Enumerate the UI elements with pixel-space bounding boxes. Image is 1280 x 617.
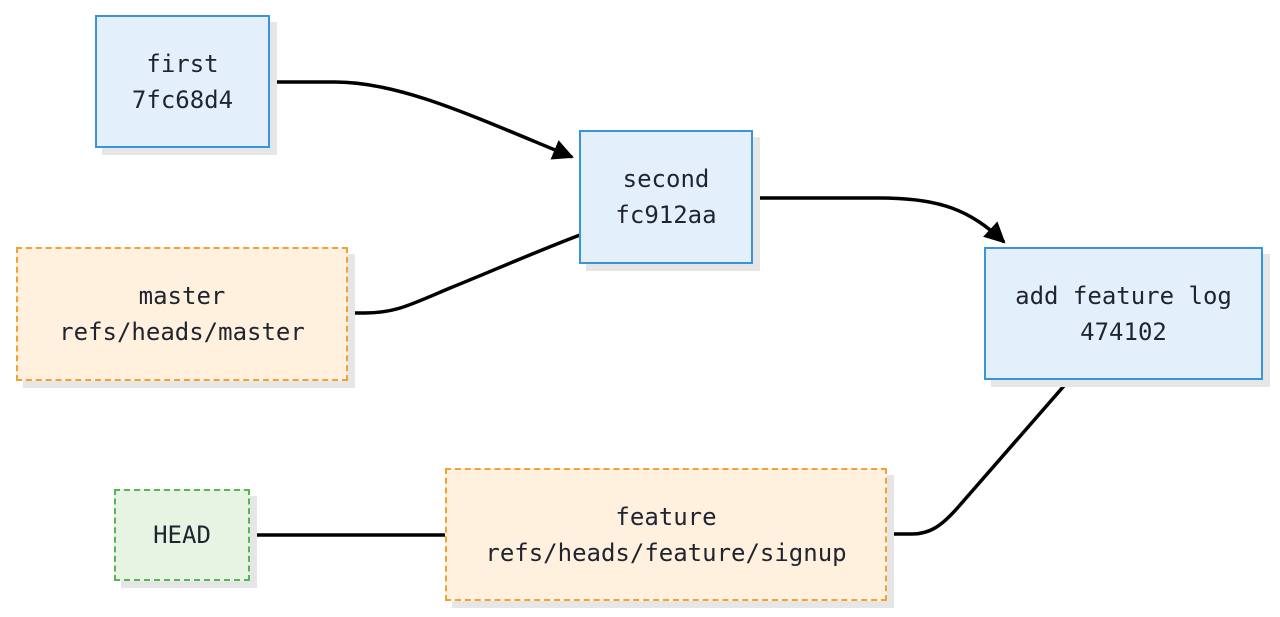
commit-message: add feature log (1015, 281, 1232, 310)
branch-ref: refs/heads/feature/signup (485, 538, 847, 567)
branch-name: feature (615, 502, 717, 531)
commit-node-add-feature-log[interactable]: add feature log 474102 (984, 247, 1263, 380)
edge-first-to-second (270, 80, 574, 160)
commit-message: second (622, 165, 710, 193)
branch-name: master (138, 282, 226, 310)
branch-node-master[interactable]: master refs/heads/master (16, 247, 348, 381)
edge-second-to-feature-commit (752, 196, 1006, 244)
branch-ref: refs/heads/master (59, 318, 305, 346)
commit-message: first (146, 49, 219, 78)
edge-feature-to-feature-commit (886, 377, 1072, 536)
commit-hash: 7fc68d4 (131, 85, 234, 114)
head-node[interactable]: HEAD (114, 489, 250, 581)
commit-hash: 474102 (1080, 317, 1167, 346)
edge-master-to-second (347, 233, 581, 315)
branch-node-feature[interactable]: feature refs/heads/feature/signup (445, 468, 887, 601)
head-label: HEAD (153, 521, 211, 549)
commit-node-second[interactable]: second fc912aa (579, 130, 753, 264)
commit-node-first[interactable]: first 7fc68d4 (95, 15, 270, 148)
commit-hash: fc912aa (615, 201, 717, 229)
